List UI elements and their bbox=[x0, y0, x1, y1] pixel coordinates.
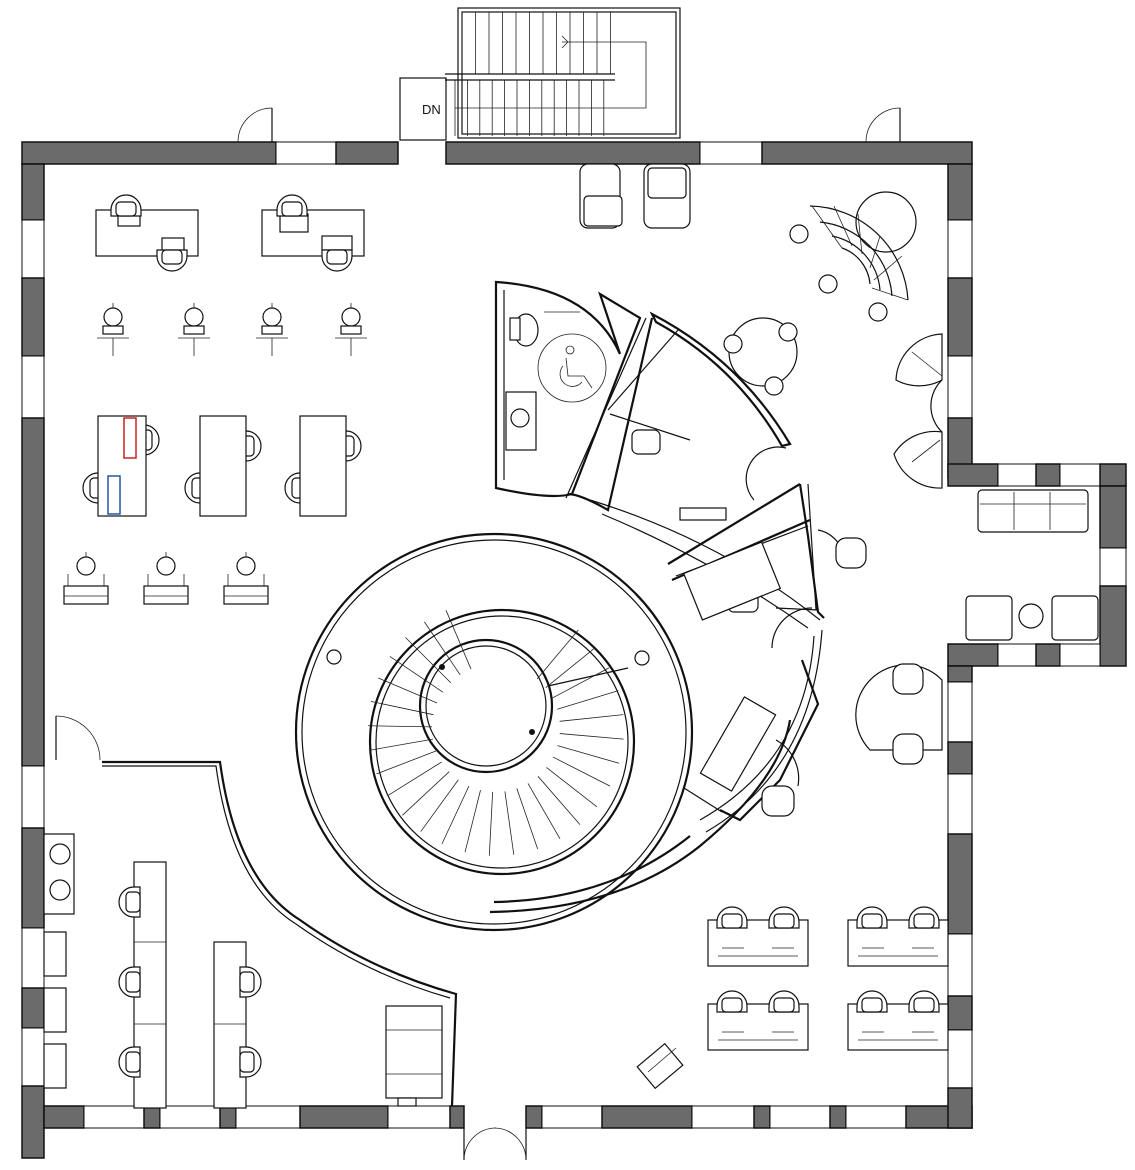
north-exit-stair: DN bbox=[399, 7, 681, 141]
chair-icon bbox=[908, 990, 940, 1013]
east-alcove bbox=[965, 489, 1099, 641]
spiral-tread bbox=[420, 779, 459, 832]
bench-desk-icon bbox=[847, 906, 949, 967]
chair-icon bbox=[239, 966, 262, 998]
spiral-tread bbox=[378, 677, 438, 704]
spiral-tread bbox=[516, 788, 539, 850]
spiral-tread bbox=[488, 791, 494, 856]
spiral-tread bbox=[552, 667, 610, 699]
bench-icon bbox=[63, 552, 109, 605]
drafting-stool-icon bbox=[178, 303, 210, 356]
spiral-tread bbox=[504, 791, 515, 855]
spiral-tread bbox=[389, 656, 444, 693]
wheelchair-symbol bbox=[559, 345, 593, 389]
spiral-tread bbox=[537, 776, 581, 825]
chair-icon bbox=[716, 990, 748, 1013]
chair-icon bbox=[118, 886, 141, 918]
low-benches bbox=[63, 552, 269, 605]
spiral-tread bbox=[441, 785, 470, 845]
spiral-tread bbox=[445, 610, 472, 670]
spiral-stair-treads bbox=[368, 610, 629, 856]
kitchenette-south-west bbox=[43, 760, 458, 1109]
chair-icon bbox=[856, 906, 888, 929]
spiral-tread bbox=[369, 738, 434, 751]
chair-icon bbox=[276, 194, 308, 217]
chair-icon bbox=[239, 1046, 262, 1078]
chair-icon bbox=[908, 906, 940, 929]
chair-icon bbox=[768, 990, 800, 1013]
exterior-walls bbox=[21, 141, 1127, 1159]
dining-chairs bbox=[118, 886, 262, 1078]
spiral-tread bbox=[557, 690, 619, 710]
spiral-tread bbox=[552, 756, 611, 787]
accessible-restroom bbox=[494, 280, 642, 498]
bench-icon bbox=[143, 552, 189, 605]
spiral-tread bbox=[557, 745, 620, 764]
spiral-tread bbox=[559, 733, 624, 740]
spiral-tread bbox=[559, 714, 624, 722]
curved-private-offices bbox=[565, 311, 845, 833]
bench-desk-icon bbox=[707, 906, 809, 967]
chair-icon bbox=[321, 249, 353, 272]
spiral-tread bbox=[536, 629, 579, 680]
spiral-tread bbox=[387, 761, 442, 797]
stair-treads-upper bbox=[461, 12, 611, 74]
spiral-tread bbox=[424, 621, 461, 676]
drafting-stools bbox=[97, 303, 367, 356]
drafting-stool-icon bbox=[97, 303, 129, 356]
open-office-north-west bbox=[63, 194, 367, 605]
chair-icon bbox=[768, 906, 800, 929]
chair-icon bbox=[856, 990, 888, 1013]
spiral-tread bbox=[368, 725, 433, 728]
spiral-stair-core bbox=[294, 532, 792, 932]
chair-icon bbox=[110, 194, 142, 217]
workstations-south-east bbox=[707, 906, 949, 1051]
doors bbox=[55, 107, 901, 1161]
spiral-tread bbox=[370, 700, 434, 716]
chair-icon bbox=[716, 906, 748, 929]
bench-icon bbox=[223, 552, 269, 605]
spiral-tread bbox=[527, 783, 561, 840]
chair-icon bbox=[156, 249, 188, 272]
spiral-tread bbox=[376, 750, 437, 775]
bench-desk-icon bbox=[707, 990, 809, 1051]
draft-table bbox=[636, 1042, 684, 1090]
stair-direction-label: DN bbox=[422, 102, 441, 117]
spiral-tread bbox=[545, 647, 596, 689]
chair-icon bbox=[118, 966, 141, 998]
chair-icon bbox=[118, 1046, 141, 1078]
drafting-stool-icon bbox=[256, 303, 288, 356]
drafting-stool-icon bbox=[335, 303, 367, 356]
bench-desk-icon bbox=[847, 990, 949, 1051]
spiral-tread bbox=[405, 637, 452, 684]
spiral-tread bbox=[464, 790, 481, 853]
landing-edge bbox=[547, 667, 629, 687]
spiral-tread bbox=[546, 767, 598, 808]
spiral-tread bbox=[402, 771, 450, 816]
east-meeting bbox=[761, 537, 943, 817]
lounge-chairs-north bbox=[579, 163, 691, 229]
lounge-north-east bbox=[723, 191, 943, 489]
